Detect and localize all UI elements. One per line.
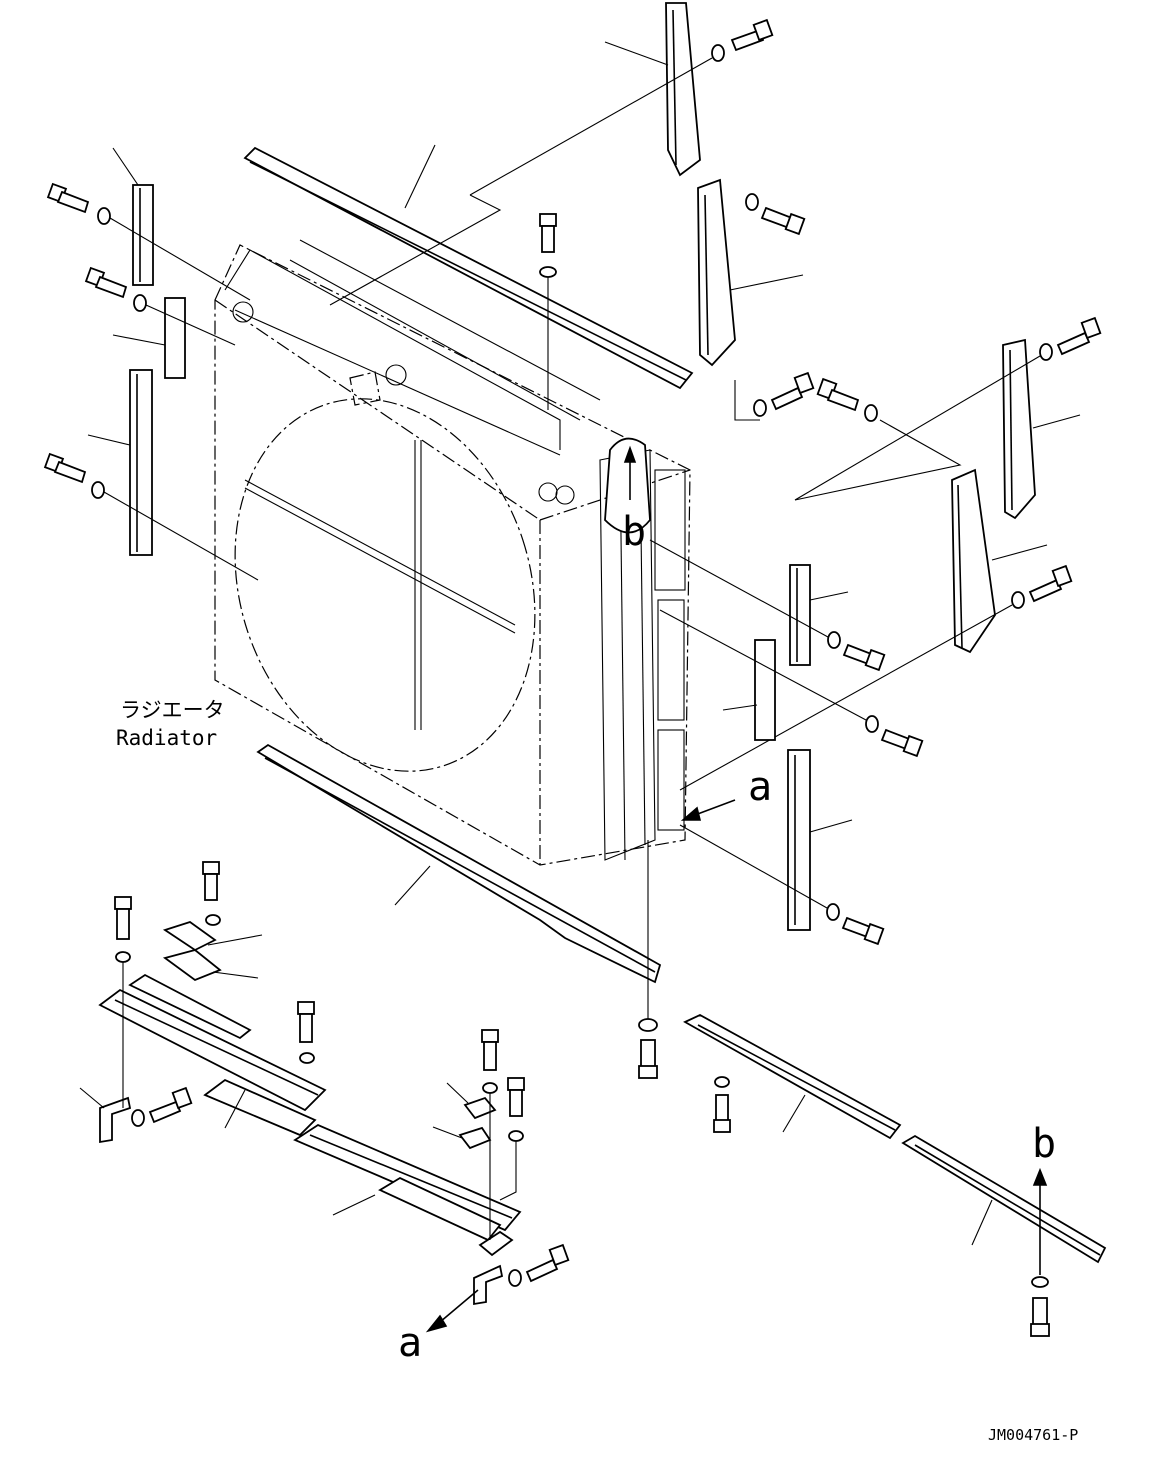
right-seal-plates — [649, 539, 924, 946]
radiator-assembly — [214, 239, 691, 866]
bolt-icon — [84, 266, 236, 346]
lower-right-rails — [683, 1013, 1107, 1337]
bolt-icon — [297, 1001, 315, 1064]
bolt-icon — [114, 896, 132, 1108]
bolt-icon — [794, 316, 1102, 501]
arrow-a-upper — [680, 799, 736, 821]
top-seal-strip — [243, 144, 694, 390]
bolt-icon — [508, 1243, 570, 1287]
bolt-icon — [713, 1076, 731, 1133]
bolt-icon — [753, 371, 815, 417]
bolt-icon — [469, 18, 774, 196]
drawing-code: JM004761-P — [988, 1426, 1078, 1444]
bolt-icon — [481, 1029, 499, 1240]
view-marker-a-bottom: a — [398, 1320, 422, 1366]
bolt-icon — [649, 539, 886, 672]
right-top-brackets — [329, 2, 806, 367]
radiator-label-jp: ラジエータ — [120, 698, 225, 722]
lower-left-bracket-assembly — [79, 861, 570, 1333]
bolt-icon — [1030, 1276, 1050, 1337]
bolt-icon — [202, 861, 221, 926]
bolt-icon — [499, 1077, 525, 1201]
view-marker-a-top: a — [748, 764, 772, 810]
bolt-icon — [131, 1086, 193, 1127]
view-marker-b-top: b — [622, 509, 646, 555]
bolt-icon — [539, 213, 557, 410]
bolt-icon — [816, 377, 878, 422]
bolt-icon — [659, 609, 924, 758]
view-marker-b-right: b — [1032, 1121, 1056, 1167]
bolt-icon — [638, 840, 658, 1079]
bolt-icon — [679, 564, 1073, 791]
left-bolts — [43, 182, 259, 581]
bolt-icon — [43, 452, 259, 581]
bolt-icon — [745, 193, 806, 236]
bolt-icon — [46, 182, 251, 301]
left-side-seals — [87, 147, 186, 556]
radiator-label-en: Radiator — [116, 726, 217, 750]
right-side-brackets — [679, 316, 1102, 791]
bolt-icon — [679, 824, 885, 946]
bottom-seal-strip — [256, 743, 662, 984]
